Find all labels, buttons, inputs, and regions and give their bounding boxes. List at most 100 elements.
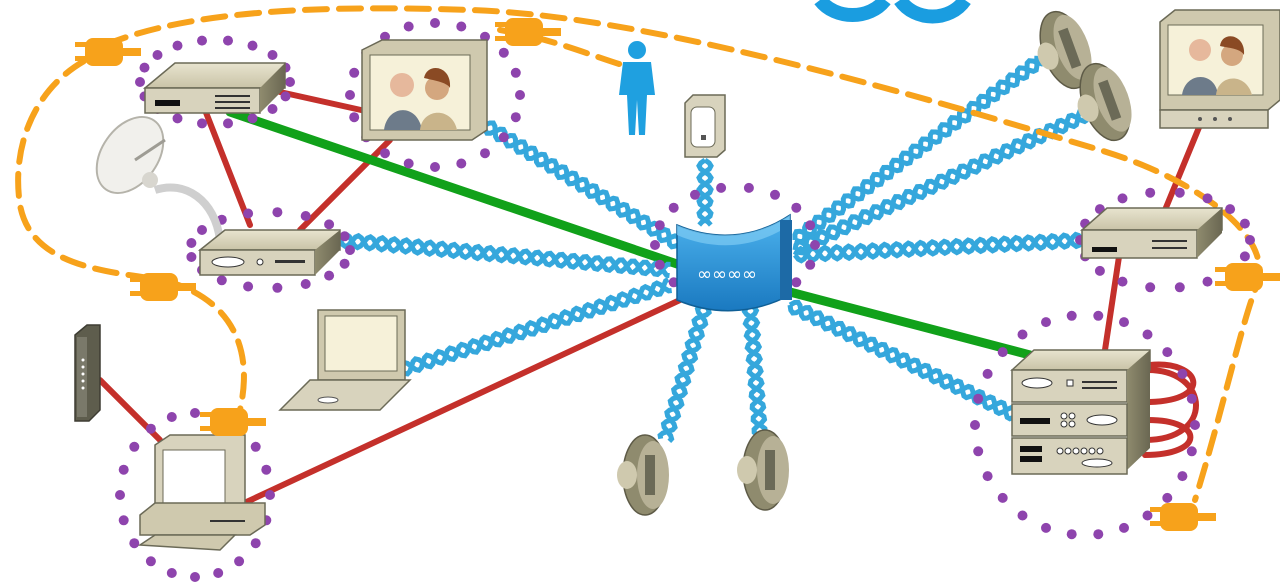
wireless-dot [743,182,754,193]
wireless-dot [380,148,390,159]
twisted-pair-cables [337,55,1089,443]
wireless-dot [1186,446,1197,457]
wireless-dot [216,275,227,286]
wireless-dot [805,259,816,270]
logo-arcs [814,0,971,24]
wireless-dot [1186,393,1197,404]
wireless-dot [172,40,183,51]
laptop-icon [278,309,412,411]
wireless-dot [243,281,254,292]
wireless-dot [430,18,440,28]
wireless-dot [791,277,802,288]
twisted-pair-strand [792,58,1044,241]
wireless-dot [650,240,660,250]
wireless-dot [300,279,311,289]
wireless-dot [770,189,780,200]
wireless-dot [349,112,360,123]
wireless-dot [172,113,183,124]
wireless-dot [129,441,140,452]
power-plugs [75,18,1280,531]
wireless-dot [166,568,177,578]
wireless-dot [498,47,509,58]
wireless-dot [190,572,200,582]
twisted-pair-strand [657,303,712,440]
wireless-dot [1177,368,1188,379]
wireless-dot [982,368,993,379]
wireless-dot [1094,265,1105,276]
wireless-dot [456,158,467,169]
power-plug-icon [495,18,561,46]
wireless-dot [197,225,207,235]
wireless-dot [982,471,993,482]
wireless-dot [118,515,129,526]
wireless-dot-rings [115,18,1255,582]
power-plug-icon [130,273,196,301]
wireless-dot [970,420,980,430]
power-plug-icon [200,408,266,436]
wireless-dot [654,220,665,231]
wireless-dot [973,393,984,404]
wireless-dot [213,568,224,578]
wireless-dot [403,158,414,169]
wireless-dot [234,556,245,567]
wireless-dot [805,220,816,231]
wireless-dot [272,207,283,218]
wireless-dot [1202,276,1213,287]
wireless-dot [791,202,802,213]
switch-glyph: ∞∞∞∞ [697,264,757,285]
wireless-dot [498,132,509,143]
wireless-dot [668,277,679,288]
speaker-icon [737,429,789,511]
wireless-dot [267,50,278,60]
wireless-dot [1174,282,1185,293]
wireless-dot [250,441,261,452]
wireless-dot [145,423,156,434]
wireless-dot [1017,510,1028,521]
wireless-dot [243,208,254,219]
wireless-dot [1041,522,1051,533]
twisted-pair-strand [338,231,670,279]
router-icon-right [1080,207,1223,259]
wireless-dot [1142,329,1153,340]
wireless-dot [690,189,700,200]
video-display-icon [361,39,488,141]
wireless-dot [135,77,145,87]
modem-icon [74,324,101,422]
wireless-dot [1202,193,1213,204]
wireless-dot [1017,329,1028,340]
wireless-dot [1145,282,1156,293]
wireless-dot [223,118,233,129]
wireless-dot [1245,235,1255,245]
person-icon [619,41,655,135]
wireless-dot [145,556,156,567]
wireless-dot [1239,218,1250,229]
twisted-pair-strand [792,107,1084,251]
satellite-dish-icon [95,116,224,241]
wireless-dot [139,62,150,73]
wireless-dot [197,118,207,129]
wireless-dot [1162,492,1173,503]
wireless-dot [115,490,125,500]
wireless-dot [247,40,258,51]
wireless-dot [1119,317,1129,328]
wireless-dot [324,270,335,281]
twisted-pair-strand [787,304,1015,422]
wireless-dot [810,240,820,250]
switch-icon: ∞∞∞∞ [676,213,792,312]
wireless-dot [668,202,679,213]
wireless-dot [1239,251,1250,262]
wireless-dot [1119,522,1129,533]
wireless-dot [515,90,525,100]
wireless-dot [267,104,278,114]
wireless-dot [129,538,140,549]
wireless-dot [247,113,258,124]
wireless-dot [510,112,521,123]
wireless-dot [456,21,467,32]
wireless-dot [272,282,283,293]
wireless-dot [339,258,350,269]
power-plug-icon [1150,503,1216,531]
wireless-dot [1174,187,1185,198]
wireless-dot [118,464,129,475]
wireless-dot [349,67,360,78]
wireless-dot [152,50,163,60]
